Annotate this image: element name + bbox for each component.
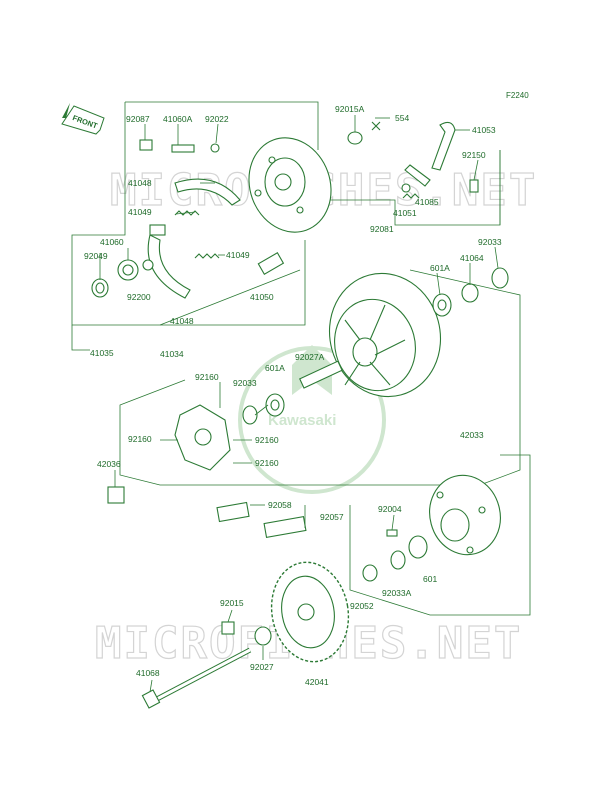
label-92015: 92015 bbox=[220, 598, 244, 608]
label-554: 554 bbox=[395, 113, 409, 123]
indicator-41085 bbox=[404, 164, 431, 187]
spring-92081 bbox=[402, 193, 420, 199]
spring-lower bbox=[194, 253, 220, 259]
front-arrow-icon: FRONT bbox=[61, 103, 105, 135]
label-92049: 92049 bbox=[84, 251, 108, 261]
bearing-601A bbox=[265, 393, 285, 417]
label-601A: 601A bbox=[265, 363, 285, 373]
sprocket-hub-42033 bbox=[429, 474, 501, 556]
pin-554 bbox=[371, 121, 381, 131]
bearing-92049 bbox=[91, 278, 109, 298]
label-92033-mid: 92033 bbox=[233, 378, 257, 388]
label-92160-right: 92160 bbox=[255, 435, 279, 445]
label-601: 601 bbox=[423, 574, 437, 584]
chain-joint-92057 bbox=[216, 501, 307, 539]
gear-41060 bbox=[117, 259, 139, 281]
label-41060A: 41060A bbox=[163, 114, 193, 124]
circlip-92033-top bbox=[491, 267, 509, 289]
label-92052: 92052 bbox=[350, 601, 374, 611]
label-41051: 41051 bbox=[393, 208, 417, 218]
label-41035: 41035 bbox=[90, 348, 114, 358]
spacer-92027A bbox=[299, 360, 343, 389]
adjuster-41060A bbox=[171, 144, 195, 153]
label-42033: 42033 bbox=[460, 430, 484, 440]
leader-lines bbox=[99, 115, 499, 693]
bolt-92087 bbox=[139, 139, 153, 151]
brake-panel bbox=[248, 137, 332, 233]
label-41053: 41053 bbox=[472, 125, 496, 135]
label-41048-upper: 41048 bbox=[128, 178, 152, 188]
label-92033A: 92033A bbox=[382, 588, 412, 598]
lever-41053 bbox=[431, 121, 456, 171]
washer-92200 bbox=[142, 259, 154, 271]
brake-shoe-lower bbox=[147, 224, 191, 299]
label-92087: 92087 bbox=[126, 114, 150, 124]
label-41085: 41085 bbox=[415, 197, 439, 207]
seal-92052 bbox=[362, 564, 378, 582]
label-41049-upper: 41049 bbox=[128, 207, 152, 217]
rear-sprocket-42041 bbox=[270, 561, 350, 663]
collar-42036 bbox=[107, 486, 125, 504]
label-92004: 92004 bbox=[378, 504, 402, 514]
bearing-601A-top bbox=[432, 293, 452, 317]
seal-92015A bbox=[347, 131, 363, 145]
label-41060: 41060 bbox=[100, 237, 124, 247]
label-42036: 42036 bbox=[97, 459, 121, 469]
label-601A-top: 601A bbox=[430, 263, 450, 273]
label-92033-top: 92033 bbox=[478, 237, 502, 247]
assembly-frames bbox=[71, 101, 531, 616]
label-92150: 92150 bbox=[462, 150, 486, 160]
label-92160-left: 92160 bbox=[128, 434, 152, 444]
label-41064: 41064 bbox=[460, 253, 484, 263]
circlip-92033A bbox=[390, 550, 406, 570]
brake-shoe-upper bbox=[174, 178, 241, 206]
label-92057: 92057 bbox=[320, 512, 344, 522]
brand-name: Kawasaki bbox=[268, 412, 336, 429]
label-41068: 41068 bbox=[136, 668, 160, 678]
label-92200: 92200 bbox=[127, 292, 151, 302]
label-92027A: 92027A bbox=[295, 352, 325, 362]
damper-92160 bbox=[174, 404, 231, 471]
label-92027: 92027 bbox=[250, 662, 274, 672]
label-41050: 41050 bbox=[250, 292, 274, 302]
label-92160-top: 92160 bbox=[195, 372, 219, 382]
part-labels: 92087 41060A 92022 92015A 554 41053 4104… bbox=[84, 104, 502, 687]
label-41048-lower: 41048 bbox=[170, 316, 194, 326]
spring-upper bbox=[174, 210, 200, 216]
circlip-92033-mid bbox=[242, 405, 258, 425]
label-92022: 92022 bbox=[205, 114, 229, 124]
axle-41068 bbox=[141, 647, 252, 709]
label-92058: 92058 bbox=[268, 500, 292, 510]
wheel-hub bbox=[328, 272, 442, 398]
camshaft-41050 bbox=[257, 252, 285, 275]
bearing-601 bbox=[408, 535, 428, 559]
label-92081: 92081 bbox=[370, 224, 394, 234]
pin-92004 bbox=[386, 529, 398, 537]
diagram-code: F2240 bbox=[506, 91, 529, 100]
label-42041: 42041 bbox=[305, 677, 329, 687]
label-92015A: 92015A bbox=[335, 104, 365, 114]
collar-92027 bbox=[254, 626, 272, 646]
bolt-92150 bbox=[469, 179, 479, 193]
collar-41064 bbox=[461, 283, 479, 303]
label-92160-lower: 92160 bbox=[255, 458, 279, 468]
seal-41051 bbox=[401, 183, 411, 193]
label-41049-lower: 41049 bbox=[226, 250, 250, 260]
nut-92015 bbox=[221, 621, 235, 635]
washer-92022 bbox=[210, 143, 220, 153]
label-41034: 41034 bbox=[160, 349, 184, 359]
